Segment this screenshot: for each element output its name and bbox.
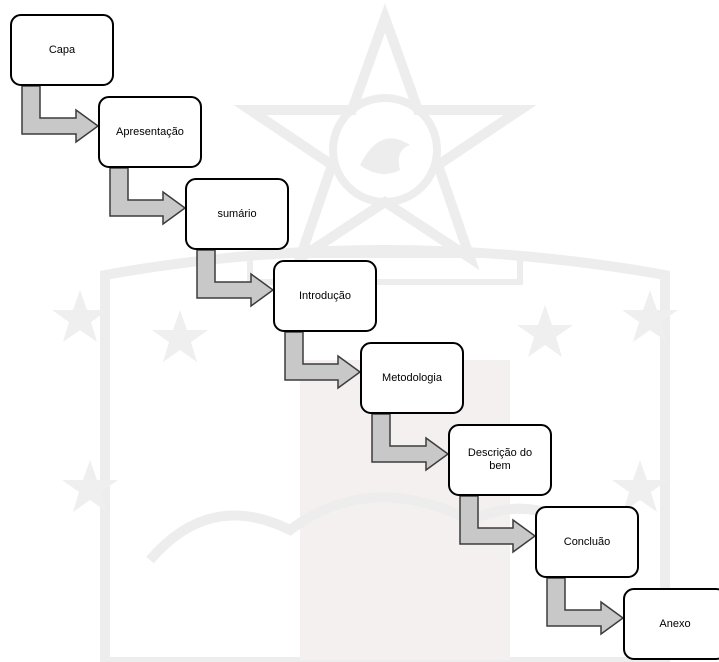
connector-arrow-4 (284, 331, 362, 390)
step-box-6: Descrição do bem (448, 424, 552, 496)
step-box-5: Metodologia (360, 342, 464, 414)
step-label: Concluão (563, 535, 611, 548)
connector-arrow-1 (21, 85, 100, 144)
connector-arrow-5 (371, 413, 450, 472)
connector-arrow-6 (459, 495, 537, 554)
connector-arrow-7 (546, 577, 625, 636)
step-label: Anexo (659, 617, 691, 630)
step-label: Introdução (299, 289, 351, 302)
emblem-star-icon (233, 3, 537, 271)
connector-arrow-2 (109, 167, 187, 226)
emblem-small-stars-icon (52, 290, 678, 512)
step-label: Capa (48, 43, 76, 56)
step-box-2: Apresentação (98, 96, 202, 168)
step-box-7: Concluão (535, 506, 639, 578)
step-box-1: Capa (10, 14, 114, 86)
connector-arrow-3 (196, 249, 275, 308)
step-label: Apresentação (116, 125, 184, 138)
step-label: sumário (217, 207, 257, 220)
step-label: Descrição do bem (467, 447, 533, 472)
step-label: Metodologia (382, 371, 442, 384)
step-box-8: Anexo (623, 588, 719, 660)
step-box-4: Introdução (273, 260, 377, 332)
step-box-3: sumário (185, 178, 289, 250)
